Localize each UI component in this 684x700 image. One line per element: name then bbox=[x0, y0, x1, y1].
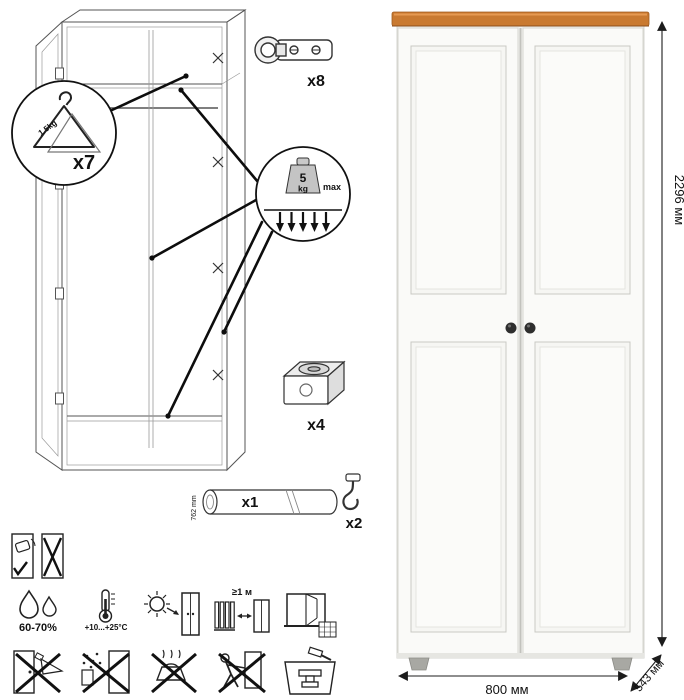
water-drops-icon bbox=[19, 589, 57, 619]
wardrobe-doors bbox=[397, 27, 644, 657]
radiator-and-wardrobe-icon bbox=[214, 599, 270, 634]
left-foot bbox=[408, 657, 430, 671]
no-impact-icon bbox=[278, 646, 342, 698]
no-hot-items-icon bbox=[142, 646, 206, 698]
sun-and-wardrobe-icon bbox=[144, 591, 200, 636]
wardrobe-wireframe bbox=[35, 9, 247, 472]
no-sharp-objects-icon bbox=[6, 646, 70, 698]
hinge-position-marks bbox=[212, 52, 224, 381]
heat-distance-icon: ≥1 м bbox=[210, 587, 274, 642]
depth-dimension-label: 543 мм bbox=[633, 658, 667, 695]
product-render: 2296 мм 800 мм 543 мм bbox=[391, 11, 684, 697]
humidity-range-label: 60-70% bbox=[19, 622, 57, 634]
hanger-count-label: x7 bbox=[73, 152, 95, 174]
rod-count-label: x1 bbox=[242, 494, 259, 511]
no-hot-items-graphic bbox=[151, 649, 197, 694]
wardrobe bbox=[391, 11, 650, 671]
right-door-knob bbox=[524, 322, 536, 334]
open-window-icon bbox=[284, 593, 337, 638]
no-abrasives-graphic bbox=[81, 650, 130, 694]
cleaning-instructions-graphic bbox=[11, 533, 64, 579]
no-sharp-objects-graphic bbox=[13, 650, 64, 694]
weight-icon bbox=[285, 157, 321, 194]
hanger-icon bbox=[33, 91, 102, 153]
no-dragging-icon bbox=[210, 646, 274, 698]
no-abrasives-icon bbox=[74, 646, 138, 698]
hook-hardware: x2 bbox=[342, 473, 363, 532]
wardrobe-top-board bbox=[391, 11, 650, 27]
cleaning-instructions-icon bbox=[6, 530, 70, 586]
rod-length-label: 762 mm bbox=[191, 495, 198, 520]
hanger-callout: 1.5kg x7 bbox=[11, 80, 117, 186]
no-dragging-graphic bbox=[218, 651, 266, 694]
load-value-label: 5 bbox=[300, 171, 307, 185]
technical-drawing: 1.5kg x7 5 kg max bbox=[11, 9, 363, 532]
leader-lines bbox=[110, 74, 274, 418]
right-door-panels bbox=[534, 45, 631, 633]
foot-count-label: x4 bbox=[307, 417, 325, 434]
depth-dimension bbox=[630, 654, 662, 692]
load-limit-callout: 5 kg max bbox=[255, 146, 351, 242]
width-dimension-label: 800 мм bbox=[485, 682, 528, 697]
foot-icon bbox=[282, 360, 346, 406]
no-impact-graphic bbox=[284, 646, 336, 695]
wardrobe-base-shadow bbox=[397, 653, 644, 658]
humidity-icon: 60-70% bbox=[6, 588, 70, 642]
ventilation-icon bbox=[278, 588, 342, 642]
height-dimension-label: 2296 мм bbox=[672, 175, 684, 225]
left-door-panels bbox=[410, 45, 507, 633]
direct-sunlight-warning-icon bbox=[142, 588, 206, 642]
rod-icon bbox=[202, 489, 338, 515]
hook-count-label: x2 bbox=[346, 515, 363, 532]
heat-distance-label: ≥1 м bbox=[231, 587, 253, 598]
load-max-label: max bbox=[323, 182, 341, 192]
temperature-range-label: +10...+25°С bbox=[84, 623, 128, 632]
temperature-icon: +10...+25°С bbox=[74, 588, 138, 642]
foot-hardware: x4 bbox=[282, 360, 346, 434]
load-unit-label: kg bbox=[298, 184, 308, 194]
leader-endpoints bbox=[149, 73, 227, 419]
hinge-hardware: x8 bbox=[254, 36, 333, 90]
hinge-icon bbox=[254, 36, 333, 64]
left-door-knob bbox=[505, 322, 517, 334]
hinge-count-label: x8 bbox=[307, 73, 325, 90]
right-foot bbox=[611, 657, 633, 671]
hook-icon bbox=[342, 473, 361, 511]
thermometer-icon bbox=[98, 589, 115, 623]
hanging-rod: 762 mm x1 bbox=[191, 489, 338, 521]
distributed-load-arrows bbox=[264, 209, 342, 232]
